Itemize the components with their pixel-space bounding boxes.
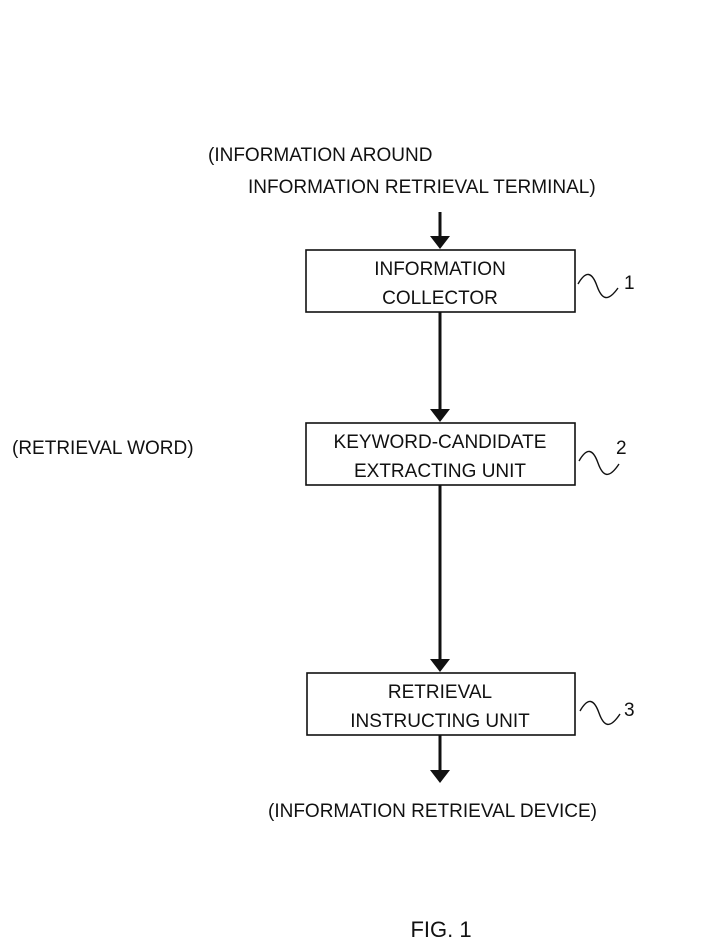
retrieval-instructing-label-line2: INSTRUCTING UNIT xyxy=(350,711,530,732)
retrieval-instructing-label-line1: RETRIEVAL xyxy=(388,682,492,703)
reference-leader-3 xyxy=(579,700,621,726)
retrieval-instructing-block: RETRIEVAL INSTRUCTING UNIT xyxy=(306,672,576,736)
keyword-candidate-extracting-box xyxy=(305,422,576,486)
output-arrow-head xyxy=(430,770,450,783)
keyword-candidate-extracting-block: KEYWORD-CANDIDATE EXTRACTING UNIT xyxy=(305,422,576,486)
arrow-1-2-head xyxy=(430,409,450,422)
figure-label: FIG. 1 xyxy=(410,917,471,942)
input-label-line2: INFORMATION RETRIEVAL TERMINAL) xyxy=(248,177,596,198)
output-label: (INFORMATION RETRIEVAL DEVICE) xyxy=(268,801,597,822)
reference-leader-1 xyxy=(577,273,619,299)
information-collector-label-line1: INFORMATION xyxy=(374,259,506,280)
reference-leader-2 xyxy=(578,450,620,476)
input-label-line1: (INFORMATION AROUND xyxy=(208,145,432,166)
reference-numeral-2: 2 xyxy=(616,438,627,459)
retrieval-instructing-box xyxy=(306,672,576,736)
reference-numeral-1: 1 xyxy=(624,273,635,294)
keyword-candidate-extracting-label-line2: EXTRACTING UNIT xyxy=(354,461,526,482)
reference-numeral-3: 3 xyxy=(624,700,635,721)
information-collector-block: INFORMATION COLLECTOR xyxy=(305,249,576,313)
arrow-2-3-head xyxy=(430,659,450,672)
input-arrow-head xyxy=(430,236,450,249)
keyword-candidate-extracting-label-line1: KEYWORD-CANDIDATE xyxy=(334,432,547,453)
information-collector-label-line2: COLLECTOR xyxy=(382,288,498,309)
retrieval-word-label: (RETRIEVAL WORD) xyxy=(12,438,194,459)
